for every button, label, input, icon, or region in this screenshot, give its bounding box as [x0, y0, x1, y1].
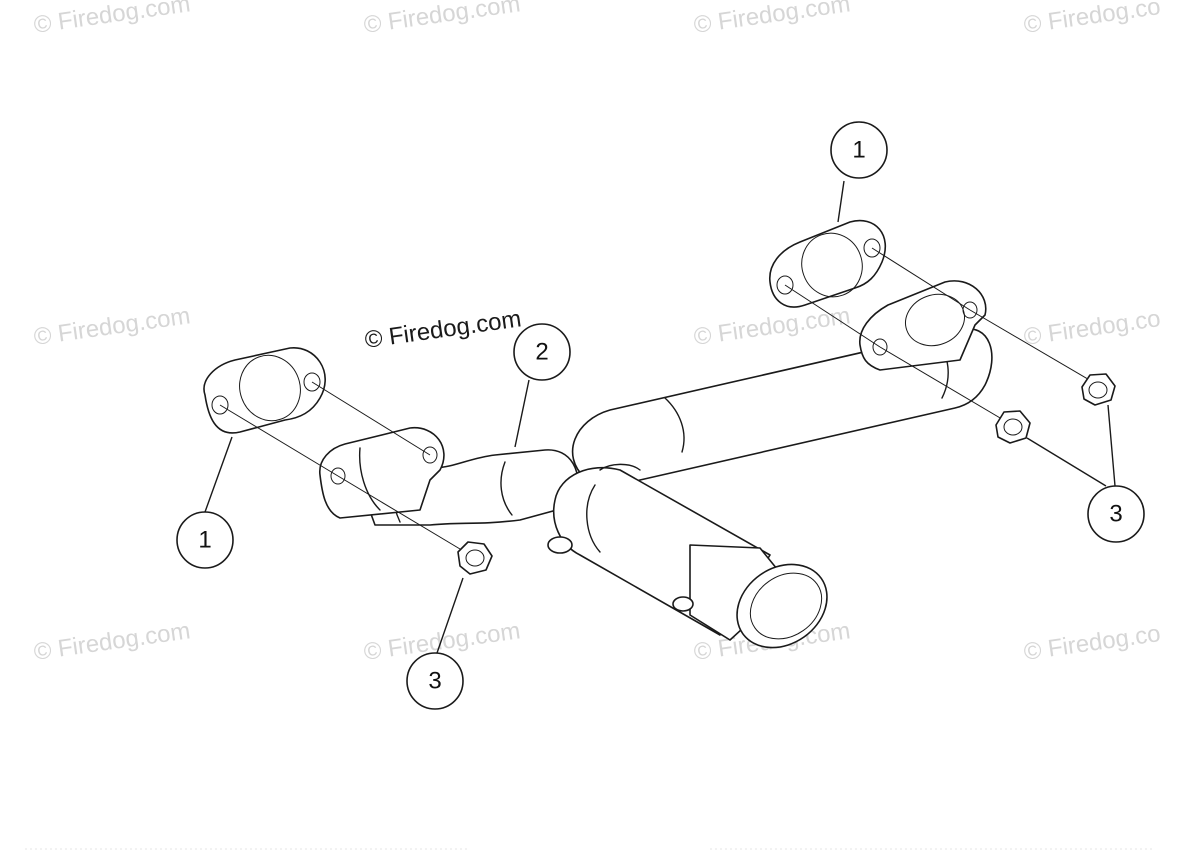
watermark: © Firedog.com: [692, 0, 852, 39]
callout-label: 1: [198, 527, 211, 554]
callout-3-left: 3: [406, 652, 464, 710]
watermark: © Firedog.co: [1022, 305, 1162, 351]
watermark: © Firedog.co: [1022, 620, 1162, 666]
callout-2: 2: [513, 323, 571, 381]
leader-lines: [204, 180, 1116, 654]
callout-label: 1: [852, 137, 865, 164]
watermark: © Firedog.com: [32, 302, 192, 351]
gasket-right: [769, 219, 887, 308]
nut-right-lower: [995, 410, 1031, 444]
nut-right-upper: [1081, 373, 1116, 406]
callout-3-right: 3: [1087, 485, 1145, 543]
watermark: © Firedog.com: [32, 0, 192, 39]
callout-1-left: 1: [176, 511, 234, 569]
flange-left: [319, 427, 445, 519]
callout-label: 3: [428, 668, 441, 695]
watermark: © Firedog.co: [1022, 0, 1162, 39]
gasket-left: [203, 347, 326, 434]
watermark: © Firedog.com: [362, 0, 522, 39]
watermark: © Firedog.com: [32, 617, 192, 666]
callout-1-right: 1: [830, 121, 888, 179]
callout-label: 3: [1109, 501, 1122, 528]
callout-label: 2: [535, 339, 548, 366]
flange-right: [859, 280, 987, 371]
nut-left: [457, 541, 493, 575]
watermark: © Firedog.com: [692, 302, 852, 351]
watermark-main: © Firedog.com: [363, 305, 523, 354]
alignment-lines: [219, 247, 1099, 553]
